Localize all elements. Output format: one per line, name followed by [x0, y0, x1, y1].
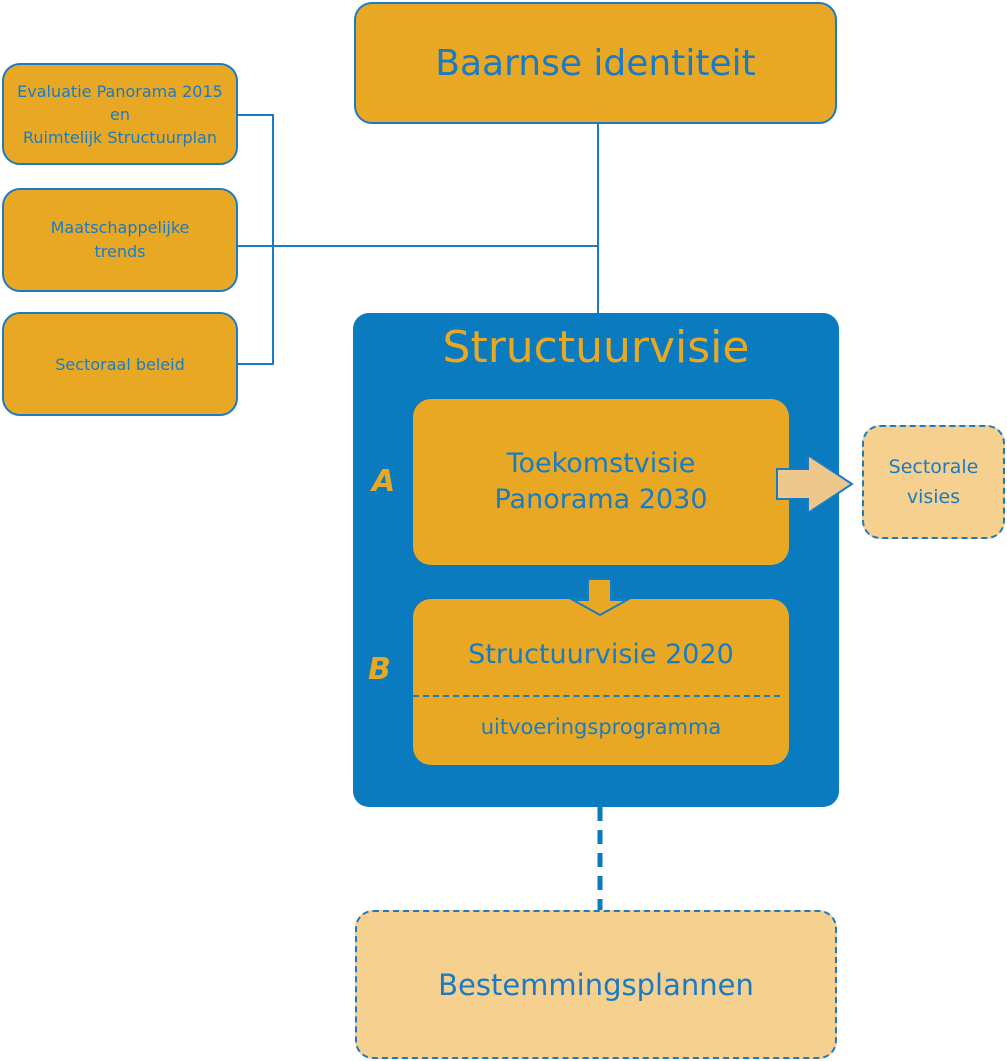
bestemmingsplannen-label: Bestemmingsplannen [438, 967, 754, 1002]
toekomstvisie-line-2: Panorama 2030 [494, 484, 708, 515]
sectoraal-beleid-label: Sectoraal beleid [55, 354, 185, 374]
sectoraal-beleid-box: Sectoraal beleid [2, 312, 238, 416]
evaluatie-line-2: en [110, 104, 130, 124]
block-a-letter: A [372, 464, 396, 499]
trends-line-2: trends [94, 242, 146, 261]
trends-line-1: Maatschappelijke [50, 218, 190, 237]
evaluatie-line-1: Evaluatie Panorama 2015 [17, 81, 223, 101]
uitvoeringsprogramma-label: uitvoeringsprogramma [480, 715, 722, 739]
structuurvisie-panel-title: Structuurvisie [442, 322, 750, 373]
evaluatie-panorama-box: Evaluatie Panorama 2015 en Ruimtelijk St… [2, 63, 238, 165]
baarnse-identiteit-box: Baarnse identiteit [354, 2, 837, 124]
structuurvisie-2020-box: Structuurvisie 2020 uitvoeringsprogramma [413, 599, 789, 765]
sectorale-visies-line-2: visies [906, 486, 961, 508]
sectorale-visies-box: Sectorale visies [862, 425, 1005, 539]
evaluatie-line-3: Ruimtelijk Structuurplan [23, 127, 217, 147]
block-b-letter: B [368, 652, 391, 687]
bestemmingsplannen-box: Bestemmingsplannen [355, 910, 837, 1059]
left-bracket-line [238, 114, 274, 365]
toekomstvisie-line-1: Toekomstvisie [506, 448, 696, 479]
toekomstvisie-box: Toekomstvisie Panorama 2030 [413, 399, 789, 565]
maatschappelijke-trends-box: Maatschappelijke trends [2, 188, 238, 292]
sectorale-visies-line-1: Sectorale [888, 456, 979, 478]
baarnse-identiteit-label: Baarnse identiteit [435, 42, 756, 84]
block-b-dashed-divider [413, 695, 780, 697]
structuurvisie-2020-title: Structuurvisie 2020 [468, 639, 734, 670]
